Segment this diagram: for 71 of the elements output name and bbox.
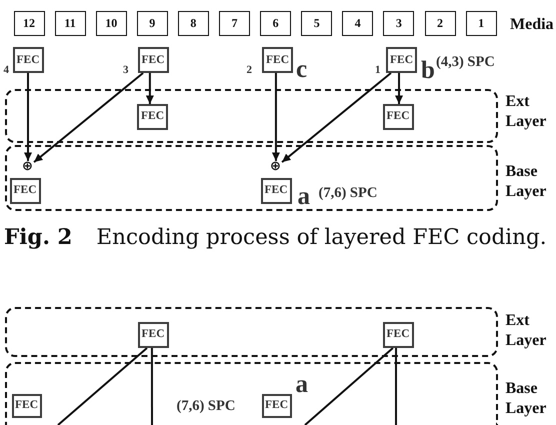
arrow — [272, 73, 280, 161]
media-packet — [260, 10, 292, 36]
packet-number: 10 — [105, 17, 118, 29]
callout-letter: a — [298, 187, 310, 207]
arrow — [395, 73, 404, 104]
media-packet — [219, 10, 250, 36]
media-packet — [136, 10, 168, 36]
connector-line — [150, 348, 153, 425]
packet-number: 1 — [478, 17, 484, 29]
layer-label: Ext Layer — [506, 92, 548, 132]
fec-label: FEC — [386, 329, 410, 340]
packet-number: 7 — [232, 17, 238, 29]
fec-label: FEC — [14, 185, 36, 196]
media-packet — [301, 10, 332, 36]
code-label: (4,3) SPC — [436, 54, 495, 70]
index-number: 4 — [4, 65, 9, 76]
packet-number: 5 — [314, 17, 320, 29]
packet-number: 11 — [64, 17, 76, 29]
fec-block — [138, 322, 168, 348]
media-packet — [342, 10, 374, 36]
packet-number: 12 — [23, 17, 35, 29]
fec-label: FEC — [386, 111, 410, 122]
packet-number: 9 — [149, 17, 156, 29]
layer-label: Ext Layer — [506, 311, 548, 352]
packet-number: 8 — [190, 17, 196, 29]
media-packet — [466, 10, 497, 36]
fec-block — [137, 104, 168, 130]
arrow — [146, 73, 154, 104]
media-packet — [178, 10, 209, 36]
row-label: Media — [510, 16, 554, 33]
fec-label: FEC — [16, 54, 40, 66]
fec-block — [382, 322, 414, 348]
fec-label: FEC — [264, 185, 288, 196]
fec-label: FEC — [390, 54, 413, 66]
arrow — [33, 72, 144, 163]
media-packet — [96, 10, 127, 36]
media-packet — [14, 10, 44, 36]
layer-label: Base Layer — [506, 162, 548, 202]
index-number: 2 — [246, 65, 252, 76]
callout-letter: c — [296, 60, 308, 80]
fec-label: FEC — [266, 54, 289, 66]
fec-label: FEC — [142, 329, 164, 340]
fec-label: FEC — [265, 400, 288, 411]
packet-number: 3 — [396, 17, 402, 29]
fec-label: FEC — [142, 54, 164, 66]
index-number: 1 — [375, 65, 380, 76]
packet-number: 4 — [354, 17, 361, 29]
callout-letter: a — [296, 375, 308, 395]
code-label: (7,6) SPC — [176, 399, 236, 414]
connector-line — [304, 347, 394, 425]
fec-block — [12, 394, 42, 418]
media-packet — [54, 10, 86, 36]
callout-letter: b — [421, 61, 435, 81]
arrow — [281, 72, 392, 163]
xor-symbol: ⊕ — [270, 160, 282, 172]
code-label: (7,6) SPC — [318, 186, 378, 201]
xor-symbol: ⊕ — [22, 160, 34, 172]
fec-block — [382, 104, 414, 130]
media-packet — [424, 10, 456, 36]
arrow — [24, 73, 32, 161]
figure-caption: Fig. 2 Encoding process of layered FEC coding. — [4, 225, 547, 251]
fec-block — [10, 178, 40, 204]
media-packet — [383, 10, 414, 36]
index-number: 3 — [123, 65, 128, 76]
packet-number: 6 — [272, 17, 279, 29]
fec-label: FEC — [15, 400, 38, 411]
connector-line — [57, 347, 148, 425]
layer-label: Base Layer — [506, 379, 548, 420]
packet-number: 2 — [437, 17, 443, 29]
fec-label: FEC — [141, 111, 164, 122]
connector-line — [395, 348, 398, 425]
